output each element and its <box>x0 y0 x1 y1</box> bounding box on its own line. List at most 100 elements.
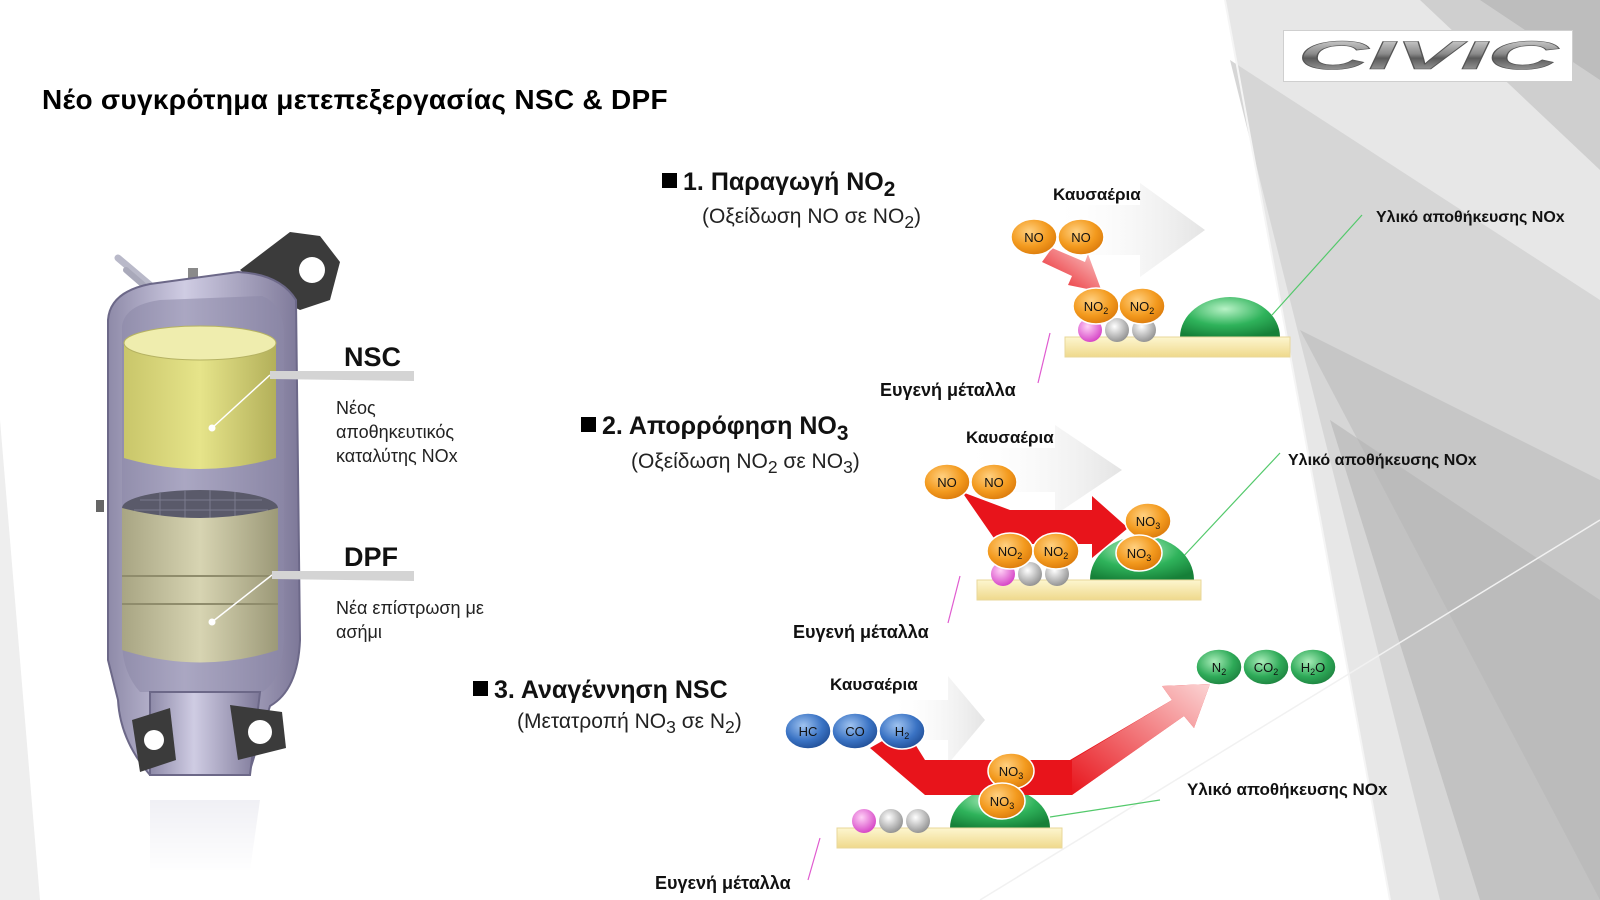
molecule-shape <box>784 712 832 750</box>
step-3-subtitle: (Μετατροπή NO3 σε N2) <box>517 710 742 738</box>
molecule-formula: NO3 <box>1127 546 1152 563</box>
step-subtitle-subscript: 2 <box>904 212 915 233</box>
step-subtitle-subscript: 2 <box>725 717 735 738</box>
noble-metals-label: Ευγενή μέταλλα <box>655 873 791 893</box>
nsc-description-line: αποθηκευτικός <box>336 422 455 442</box>
molecule-co2: CO2 <box>1242 648 1290 686</box>
molecule-formula: NO2 <box>1084 299 1109 316</box>
molecule-n2: N2 <box>1195 648 1243 686</box>
molecule-shape <box>1057 218 1105 256</box>
civic-logo-mark: CIVIC <box>1298 34 1561 79</box>
molecule-no2: NO2 <box>1032 532 1080 570</box>
page-title: Νέο συγκρότημα μετεπεξεργασίας NSC & DPF <box>42 84 668 115</box>
molecule-shape <box>1242 648 1290 686</box>
molecule-formula: NO3 <box>990 794 1015 811</box>
molecule-formula: NO2 <box>998 544 1023 561</box>
exhaust-label: Καυσαέρια <box>1053 185 1141 204</box>
molecule-formula: NO3 <box>1136 514 1161 531</box>
molecule-shape <box>923 463 971 501</box>
molecule-shape <box>1118 287 1166 325</box>
molecule-formula: CO2 <box>1254 660 1279 677</box>
dpf-description-line: Νέα επίστρωση με <box>336 598 484 618</box>
step-subtitle-text: σε NO <box>777 450 844 473</box>
civic-logo: CIVIC <box>1283 30 1573 82</box>
bullet-square-icon <box>473 681 488 696</box>
step-title-subscript: 3 <box>836 422 849 445</box>
converter-illustration <box>96 232 414 875</box>
step-subtitle-text: (Μετατροπή NO <box>517 710 667 733</box>
molecule-no2: NO2 <box>1072 287 1120 325</box>
molecule-shape <box>1032 532 1080 570</box>
molecule-shape <box>1010 218 1058 256</box>
molecule-no: NO <box>923 463 971 501</box>
molecule-formula: H2O <box>1301 660 1326 677</box>
noble-metals-label: Ευγενή μέταλλα <box>880 380 1016 400</box>
molecule-formula: NO3 <box>999 764 1024 781</box>
molecule-shape <box>831 712 879 750</box>
nsc-description: Νέος αποθηκευτικός καταλύτης NOx <box>336 396 458 468</box>
molecule-no2: NO2 <box>1118 287 1166 325</box>
exhaust-label: Καυσαέρια <box>966 428 1054 447</box>
step-title: Απορρόφηση NO <box>628 412 837 440</box>
step-subtitle-subscript: 2 <box>767 457 778 478</box>
step-subtitle-text: (Οξείδωση NO σε NO <box>702 205 905 228</box>
step-title: Αναγέννηση NSC <box>520 676 728 704</box>
nsc-description-line: καταλύτης NOx <box>336 446 458 466</box>
molecule-formula: NO <box>1071 230 1091 245</box>
civic-logo-text: CIVIC <box>1298 34 1561 78</box>
step-title-subscript: 2 <box>883 178 896 201</box>
noble-metals-label: Ευγενή μέταλλα <box>793 622 929 642</box>
molecule-shape <box>978 782 1026 820</box>
molecule-no3: NO3 <box>1115 534 1163 572</box>
step-1-heading: 1. Παραγωγή NO2 <box>662 168 895 202</box>
molecule-shape <box>878 712 926 750</box>
molecule-formula: NO <box>1024 230 1044 245</box>
molecule-h2: H2 <box>878 712 926 750</box>
molecule-formula: HC <box>799 724 818 739</box>
step-subtitle-subscript: 3 <box>843 457 853 478</box>
molecule-hc: HC <box>784 712 832 750</box>
molecule-formula: NO <box>984 475 1004 490</box>
diagram-step-2 <box>947 425 1281 624</box>
molecule-no3: NO3 <box>1124 502 1172 540</box>
molecule-formula: CO <box>845 724 865 739</box>
molecule-h2o: H2O <box>1289 648 1337 686</box>
step-subtitle-text: σε N <box>675 710 726 733</box>
molecule-no: NO <box>1010 218 1058 256</box>
step-number: 1. <box>683 168 704 196</box>
dpf-description: Νέα επίστρωση με ασήμι <box>336 596 484 644</box>
bullet-square-icon <box>581 417 596 432</box>
molecule-co: CO <box>831 712 879 750</box>
molecule-no3: NO3 <box>978 782 1026 820</box>
step-subtitle-subscript: 3 <box>666 717 676 738</box>
molecule-no: NO <box>970 463 1018 501</box>
step-number: 3. <box>494 676 515 704</box>
step-subtitle-text: ) <box>914 205 922 228</box>
molecule-shape <box>1195 648 1243 686</box>
storage-material-label: Υλικό αποθήκευσης NOx <box>1187 780 1388 799</box>
molecule-formula: NO <box>937 475 957 490</box>
step-subtitle-text: ) <box>734 710 742 733</box>
step-number: 2. <box>602 412 623 440</box>
molecule-shape <box>1115 534 1163 572</box>
step-2-heading: 2. Απορρόφηση NO3 <box>581 412 848 446</box>
storage-material-label: Υλικό αποθήκευσης NOx <box>1376 209 1565 226</box>
bullet-square-icon <box>662 173 677 188</box>
nsc-label: NSC <box>344 342 402 372</box>
exhaust-label: Καυσαέρια <box>830 675 918 694</box>
molecule-shape <box>970 463 1018 501</box>
molecule-formula: NO2 <box>1130 299 1155 316</box>
molecule-no: NO <box>1057 218 1105 256</box>
step-2-subtitle: (Οξείδωση NO2 σε NO3) <box>631 450 860 478</box>
step-subtitle-text: ) <box>852 450 860 473</box>
molecule-formula: NO2 <box>1044 544 1069 561</box>
dpf-description-line: ασήμι <box>336 622 382 642</box>
step-1-subtitle: (Οξείδωση NO σε NO2) <box>702 205 921 233</box>
step-3-heading: 3. Αναγέννηση NSC <box>473 676 728 705</box>
molecule-shape <box>1289 648 1337 686</box>
nsc-description-line: Νέος <box>336 398 376 418</box>
